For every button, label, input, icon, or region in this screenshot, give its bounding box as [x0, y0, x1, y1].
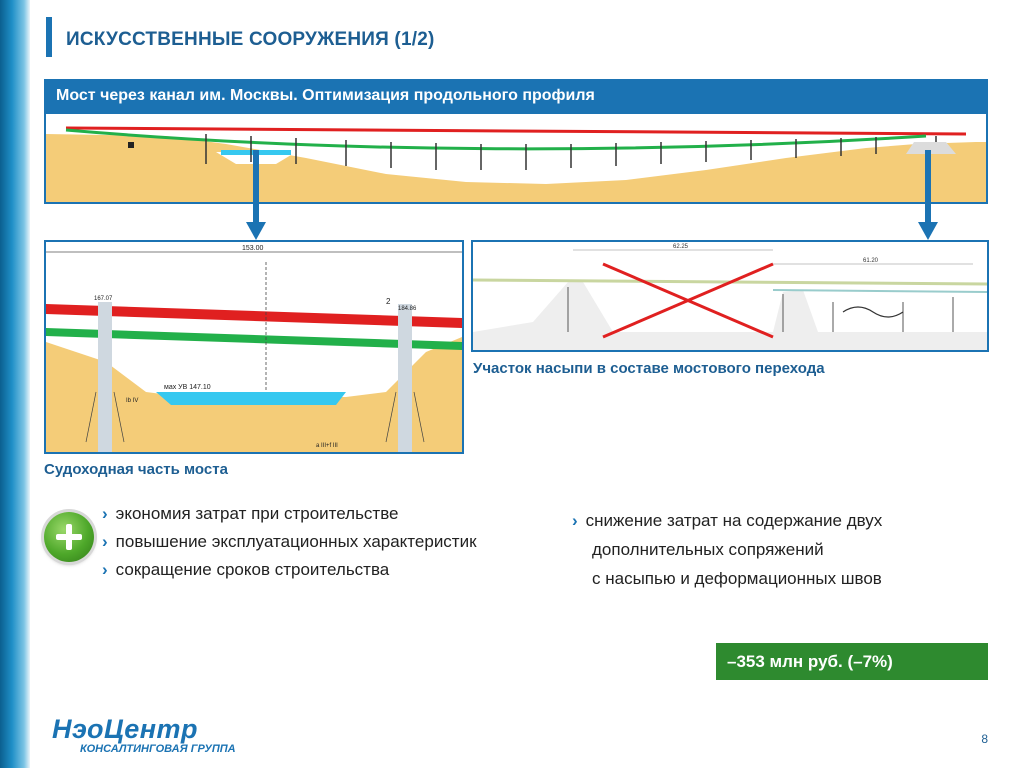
list-item: ›снижение затрат на содержание двух [572, 511, 883, 530]
maintenance-benefit: ›снижение затрат на содержание двух допо… [572, 506, 882, 593]
plus-icon [44, 512, 94, 562]
svg-text:2: 2 [386, 297, 391, 306]
savings-value: –353 млн руб. (–7%) [727, 652, 893, 671]
chevron-right-icon: › [102, 532, 108, 551]
svg-text:167.07: 167.07 [94, 296, 113, 302]
chevron-right-icon: › [102, 560, 108, 579]
list-item: ›сокращение сроков строительства [102, 560, 390, 579]
savings-badge: –353 млн руб. (–7%) [716, 643, 988, 680]
panel-header: Мост через канал им. Москвы. Оптимизация… [44, 79, 988, 112]
span-length-label: 153.00 [242, 245, 264, 252]
title-accent-bar [46, 17, 52, 57]
list-item-continuation: с насыпью и деформационных швов [592, 569, 882, 588]
company-logo: НэоЦентр КОНСАЛТИНГОВАЯ ГРУППА [52, 714, 236, 755]
svg-text:Ib IV: Ib IV [126, 398, 138, 404]
chevron-right-icon: › [572, 511, 578, 530]
list-item: ›экономия затрат при строительстве [102, 504, 399, 523]
svg-text:61.20: 61.20 [863, 258, 879, 264]
list-item: ›повышение эксплуатационных характеристи… [102, 532, 477, 551]
arrow-down-icon [918, 150, 938, 240]
logo-main-text: НэоЦентр [52, 714, 199, 744]
svg-text:62.25: 62.25 [673, 244, 689, 250]
navigable-span-caption: Судоходная часть моста [44, 461, 228, 478]
logo-sub-text: КОНСАЛТИНГОВАЯ ГРУППА [80, 743, 236, 755]
embankment-section-drawing: 62.25 61.20 [471, 240, 989, 352]
panel-title: Мост через канал им. Москвы. Оптимизация… [56, 87, 595, 104]
svg-text:a III+f III: a III+f III [316, 443, 338, 449]
embankment-caption: Участок насыпи в составе мостового перех… [473, 360, 825, 377]
page-title: ИСКУССТВЕННЫЕ СООРУЖЕНИЯ (1/2) [66, 29, 435, 50]
list-item-continuation: дополнительных сопряжений [592, 540, 824, 559]
left-decorative-band [0, 0, 30, 768]
longitudinal-profile-drawing [44, 112, 988, 204]
navigable-span-drawing: 153.00 167.07 2 184.86 мах УВ 147.10 Ib … [44, 240, 464, 454]
chevron-right-icon: › [102, 504, 108, 523]
benefits-list: ›экономия затрат при строительстве ›повы… [102, 500, 477, 584]
page-number: 8 [981, 732, 988, 746]
svg-text:184.86: 184.86 [398, 306, 417, 312]
arrow-down-icon [246, 150, 266, 240]
water-level-label: мах УВ 147.10 [164, 384, 211, 391]
